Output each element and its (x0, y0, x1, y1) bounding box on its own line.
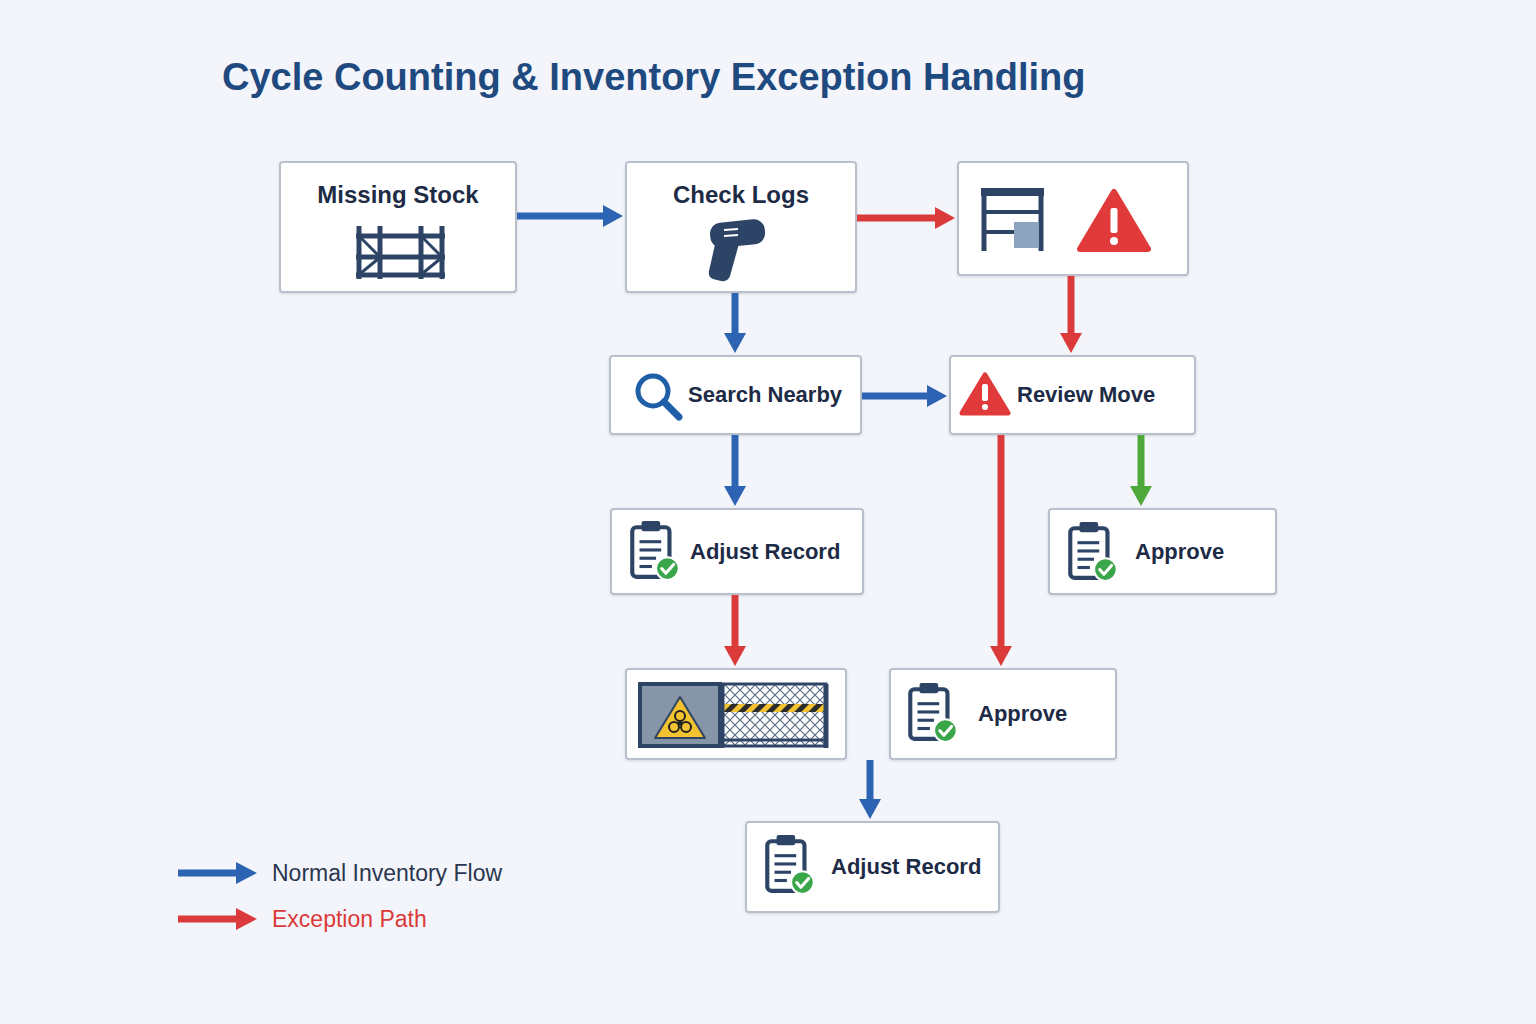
arrow-line (857, 215, 937, 222)
clipboard-icon (1070, 522, 1117, 581)
arrow-head (859, 799, 881, 819)
legend-arrow-head (236, 862, 257, 884)
legend-row: Exception Path (178, 896, 502, 942)
process-box (957, 161, 1189, 276)
diagram-title: Cycle Counting & Inventory Exception Han… (222, 56, 1086, 99)
hazard-zone-icon-part (722, 704, 826, 712)
legend-text: Exception Path (272, 906, 427, 933)
legend-arrow (178, 861, 258, 885)
arrow-line (1138, 435, 1145, 488)
legend-arrow (178, 907, 258, 931)
flow-arrow (859, 760, 881, 819)
hazard-zone-icon-part (681, 722, 691, 732)
box-label: Review Move (1017, 382, 1155, 408)
shelf-icon-part (423, 238, 440, 255)
box-label: Approve (978, 701, 1067, 727)
flow-arrow (724, 595, 746, 666)
clipboard-icon (632, 521, 679, 580)
flow-arrow (724, 293, 746, 353)
arrow-line (998, 435, 1005, 648)
arrow-line (732, 435, 739, 488)
shelf-icon-part (356, 255, 445, 260)
warning-icon-part (962, 375, 1008, 413)
hazard-zone-icon-part (675, 711, 685, 721)
process-box: Search Nearby (609, 355, 862, 435)
warning-icon-part (982, 404, 988, 410)
scanner-icon-part (709, 240, 740, 281)
hazard-zone-icon (640, 684, 826, 748)
hazard-zone-icon-part (824, 684, 829, 748)
flow-arrow (862, 385, 947, 407)
legend-text: Normal Inventory Flow (272, 860, 502, 887)
legend-arrow-head (236, 908, 257, 930)
box-label: Search Nearby (688, 382, 842, 408)
arrow-line (867, 760, 874, 801)
arrow-head (724, 486, 746, 506)
empty-shelf-icon-part (982, 190, 987, 251)
empty-shelf-icon-part (1039, 190, 1044, 251)
arrow-head (1130, 486, 1152, 506)
arrow-head (724, 333, 746, 353)
arrow-head (927, 385, 947, 407)
arrow-head (990, 646, 1012, 666)
clipboard-icon (767, 835, 814, 894)
box-label: Missing Stock (317, 181, 478, 209)
hazard-zone-icon-part (720, 684, 725, 748)
shelf-icon-part (361, 238, 378, 255)
hazard-zone-icon-part (722, 684, 826, 746)
warning-icon-part (1110, 237, 1118, 245)
empty-shelf-icon (981, 188, 1044, 251)
scanner-icon-part (724, 229, 738, 230)
arrow-head (603, 205, 623, 227)
scanner-icon-part (724, 235, 738, 236)
legend-row: Normal Inventory Flow (178, 850, 502, 896)
arrow-head (724, 646, 746, 666)
hazard-zone-icon-part (722, 739, 826, 742)
warning-icon-part (1111, 208, 1118, 233)
box-label: Adjust Record (831, 854, 981, 880)
hazard-zone-icon-part (669, 722, 679, 732)
flow-arrow (724, 435, 746, 506)
box-label: Check Logs (673, 181, 809, 209)
hazard-zone-icon-part (640, 684, 720, 746)
hazard-zone-icon-part (678, 721, 683, 726)
arrow-line (732, 595, 739, 648)
flow-arrow (857, 207, 955, 229)
shelf-icon-part (356, 273, 445, 278)
shelf-icon-part (361, 259, 378, 273)
arrow-line (862, 393, 929, 400)
arrow-head (935, 207, 955, 229)
arrow-head (1060, 333, 1082, 353)
flow-arrow (517, 205, 623, 227)
clipboard-icon (910, 683, 957, 742)
magnifier-icon-part (664, 402, 679, 417)
box-label: Approve (1135, 539, 1224, 565)
shelf-icon (356, 226, 445, 279)
scanner-icon (709, 218, 766, 281)
warning-icon-part (1080, 192, 1148, 249)
box-label: Adjust Record (690, 539, 840, 565)
flow-arrow (990, 435, 1012, 666)
arrow-line (732, 293, 739, 335)
flow-arrow (1130, 435, 1152, 506)
warning-icon (962, 375, 1008, 413)
legend: Normal Inventory FlowException Path (178, 850, 502, 942)
shelf-icon-part (356, 234, 445, 239)
shelf-icon-part (423, 259, 440, 273)
flow-arrow (1060, 276, 1082, 353)
arrow-line (1068, 276, 1075, 335)
warning-icon-part (982, 384, 988, 401)
hazard-zone-icon-part (655, 697, 705, 738)
warning-icon (1080, 192, 1148, 249)
arrow-line (517, 213, 605, 220)
empty-shelf-icon-part (984, 210, 1041, 214)
empty-shelf-icon-part (981, 188, 1044, 196)
legend-arrow-line (178, 870, 240, 877)
legend-arrow-line (178, 916, 240, 923)
magnifier-icon (638, 376, 679, 417)
empty-shelf-icon-part (1014, 222, 1039, 248)
